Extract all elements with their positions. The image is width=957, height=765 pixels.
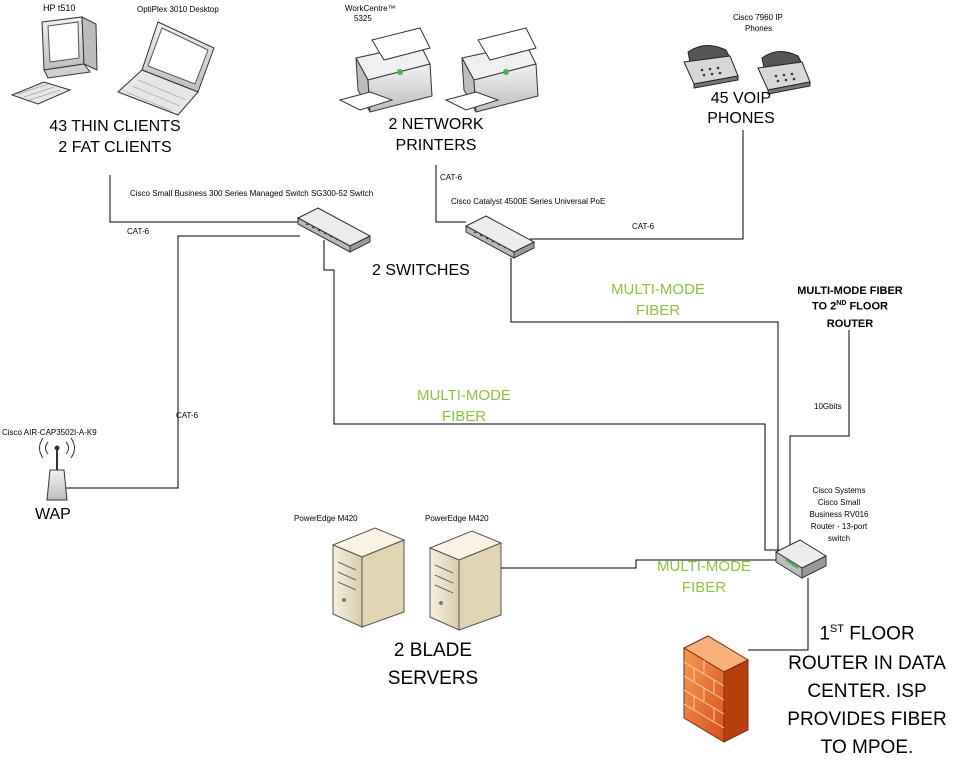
datacenter-label-1-post: FLOOR (843, 623, 915, 645)
fiber1-label-1: MULTI-MODE (611, 281, 705, 298)
phones-label-1: 45 VOIP (710, 90, 772, 107)
router-label-2: Cisco Small (817, 498, 861, 507)
switch1-fiber (323, 240, 780, 551)
datacenter-label-1-sup: ST (829, 623, 844, 635)
router-label-5: switch (827, 534, 851, 543)
datacenter-label-4: PROVIDES FIBER (787, 709, 947, 730)
floor2-uplink (789, 330, 850, 548)
floor2-label-2-pre: TO 2 (812, 300, 837, 313)
ip-phone-icon (757, 51, 811, 95)
wireless-access-point-icon (39, 437, 75, 501)
switch1-label: Cisco Small Business 300 Series Managed … (130, 189, 374, 198)
datacenter-label-1-pre: 1 (819, 623, 830, 645)
datacenter-label-3: CENTER. ISP (807, 681, 927, 702)
wap-cable (57, 235, 300, 489)
desktop-computer-icon (10, 16, 98, 105)
floor2-label-1: MULTI-MODE FIBER (797, 285, 903, 297)
cat6-wap-label: CAT-6 (176, 411, 199, 420)
cat6-clients-label: CAT-6 (127, 227, 150, 236)
server-icon (428, 530, 503, 631)
floor2-label-2-sup: ND (836, 300, 847, 307)
datacenter-label-2: ROUTER IN DATA (788, 653, 946, 674)
fiber3-label-1: MULTI-MODE (657, 558, 751, 575)
phones-cable (530, 130, 744, 240)
laptop-icon (117, 21, 215, 116)
firewall-link (748, 578, 809, 651)
router-icon (774, 539, 828, 579)
floor2-label-2: TO 2ND FLOOR (784, 300, 916, 313)
fiber3-label-2: FIBER (681, 579, 727, 596)
printer-icon (338, 27, 433, 113)
switch2-label: Cisco Catalyst 4500E Series Universal Po… (451, 197, 606, 206)
server1-label: PowerEdge M420 (294, 514, 358, 523)
router-label-3: Business RV016 (809, 510, 869, 519)
floor2-label-3: ROUTER (826, 318, 874, 330)
clients-label-1: 43 THIN CLIENTS (49, 118, 181, 135)
network-switch-icon (464, 215, 536, 259)
connection-lines (57, 130, 850, 651)
wap-label: WAP (35, 506, 71, 523)
firewall-icon (682, 635, 750, 743)
cat6-phones-label: CAT-6 (632, 222, 655, 231)
hp-t510-label: HP t510 (43, 3, 76, 13)
ip-phone-icon (683, 45, 739, 89)
cat6-printers-label: CAT-6 (440, 173, 463, 182)
cisco-phone-label-1: Cisco 7960 IP (733, 13, 783, 22)
router-label-1: Cisco Systems (812, 486, 866, 495)
switches-label: 2 SWITCHES (372, 262, 470, 279)
fiber2-label-1: MULTI-MODE (417, 387, 511, 404)
wap-model-label: Cisco AIR-CAP3502I-A-K9 (2, 428, 97, 437)
server-icon (331, 527, 406, 628)
switch2-fiber (510, 258, 779, 550)
cisco-phone-label-2: Phones (745, 24, 773, 33)
servers-label-2: SERVERS (387, 668, 479, 689)
server2-label: PowerEdge M420 (425, 514, 489, 523)
printers-label-1: 2 NETWORK (388, 116, 484, 133)
floor2-label-2-post: FLOOR (846, 300, 888, 313)
fiber1-label-2: FIBER (635, 302, 681, 319)
clients-cable (109, 175, 300, 223)
datacenter-label-5: TO MPOE. (820, 737, 914, 758)
server-fiber (500, 559, 780, 569)
fiber2-label-2: FIBER (441, 408, 487, 425)
network-switch-icon (296, 207, 372, 253)
uplink-speed-label: 10Gbits (814, 402, 842, 411)
workcentre-label-1: WorkCentre™ (345, 4, 396, 13)
printers-cable (435, 165, 466, 223)
phones-label-2: PHONES (707, 110, 775, 127)
servers-label-1: 2 BLADE (393, 640, 473, 661)
datacenter-label-1: 1ST FLOOR (774, 623, 957, 645)
router-label-4: Router - 13-port (810, 522, 868, 531)
optiplex-label: OptiPlex 3010 Desktop (137, 5, 219, 14)
clients-label-2: 2 FAT CLIENTS (58, 139, 172, 156)
printer-icon (444, 27, 539, 113)
workcentre-label-2: 5325 (354, 14, 372, 23)
printers-label-2: PRINTERS (395, 137, 477, 154)
